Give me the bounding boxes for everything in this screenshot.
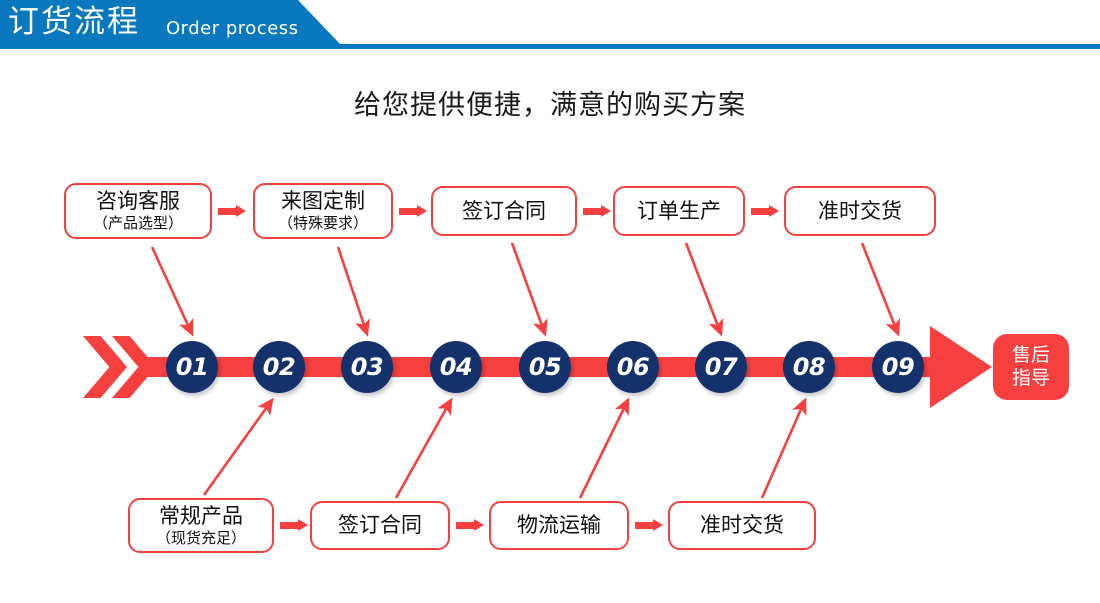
after-sales-box[interactable]: 售后 指导 — [993, 334, 1069, 400]
top-step-2-line2: （特殊要求） — [277, 214, 368, 232]
top-step-box-4[interactable]: 订单生产 — [613, 186, 745, 236]
link-bottom1-to-node02 — [202, 397, 274, 496]
link-top1-to-node01 — [150, 246, 194, 337]
page-subtitle: 给您提供便捷，满意的购买方案 — [354, 90, 746, 121]
bottom-step-2-line1: 签订合同 — [338, 513, 422, 537]
after-sales-line1: 售后 — [1011, 344, 1050, 366]
bottom-step-box-3[interactable]: 物流运输 — [489, 501, 629, 550]
timeline-node-03[interactable]: 03 — [341, 341, 393, 393]
top-step-box-1[interactable]: 咨询客服 （产品选型） — [64, 183, 212, 239]
link-bottom3-to-node06 — [578, 397, 630, 499]
timeline-node-06[interactable]: 06 — [607, 341, 659, 393]
link-top3-to-node05 — [510, 242, 548, 337]
timeline-node-08[interactable]: 08 — [783, 341, 835, 393]
timeline-node-01[interactable]: 01 — [166, 341, 218, 393]
bottom-step-box-1[interactable]: 常规产品 （现货充足） — [128, 498, 274, 553]
link-bottom2-to-node04 — [394, 397, 453, 499]
bottom-step-1-line1: 常规产品 — [159, 503, 243, 528]
bottom-connector-arrow-3 — [635, 519, 663, 531]
bottom-step-box-2[interactable]: 签订合同 — [310, 501, 450, 550]
top-connector-arrow-1 — [218, 205, 246, 217]
timeline-node-05[interactable]: 05 — [519, 341, 571, 393]
link-top5-to-node09 — [860, 242, 901, 337]
link-top4-to-node07 — [684, 242, 724, 337]
header-band — [0, 0, 340, 44]
timeline-end-arrow-icon — [930, 326, 992, 408]
top-step-5-line1: 准时交货 — [818, 198, 902, 223]
bottom-step-box-4[interactable]: 准时交货 — [668, 501, 816, 550]
header-rule — [0, 44, 1100, 49]
bottom-step-4-line1: 准时交货 — [700, 513, 784, 537]
after-sales-line2: 指导 — [1011, 367, 1050, 389]
page-header: 订货流程 Order process — [0, 0, 1100, 50]
top-step-1-line1: 咨询客服 — [96, 189, 180, 213]
top-connector-arrow-3 — [583, 205, 611, 217]
top-step-box-3[interactable]: 签订合同 — [431, 186, 577, 236]
timeline-node-09[interactable]: 09 — [872, 341, 924, 393]
top-step-box-2[interactable]: 来图定制 （特殊要求） — [253, 183, 393, 239]
top-step-2-line1: 来图定制 — [281, 189, 365, 213]
timeline-node-04[interactable]: 04 — [430, 341, 482, 393]
page-title-en: Order process — [166, 18, 299, 39]
link-top2-to-node03 — [336, 246, 370, 337]
page-title-cn: 订货流程 — [8, 4, 140, 40]
bottom-step-1-line2: （现货充足） — [155, 528, 246, 547]
bottom-connector-arrow-2 — [456, 519, 484, 531]
top-step-4-line1: 订单生产 — [637, 198, 721, 223]
top-connector-arrow-2 — [399, 205, 427, 217]
link-bottom4-to-node08 — [760, 397, 807, 499]
top-step-1-line2: （产品选型） — [92, 214, 183, 232]
bottom-step-3-line1: 物流运输 — [517, 513, 601, 537]
timeline-node-07[interactable]: 07 — [695, 341, 747, 393]
bottom-connector-arrow-1 — [280, 519, 308, 531]
top-step-box-5[interactable]: 准时交货 — [784, 186, 936, 236]
top-step-3-line1: 签订合同 — [462, 198, 546, 223]
timeline-node-02[interactable]: 02 — [253, 341, 305, 393]
top-connector-arrow-4 — [751, 205, 779, 217]
